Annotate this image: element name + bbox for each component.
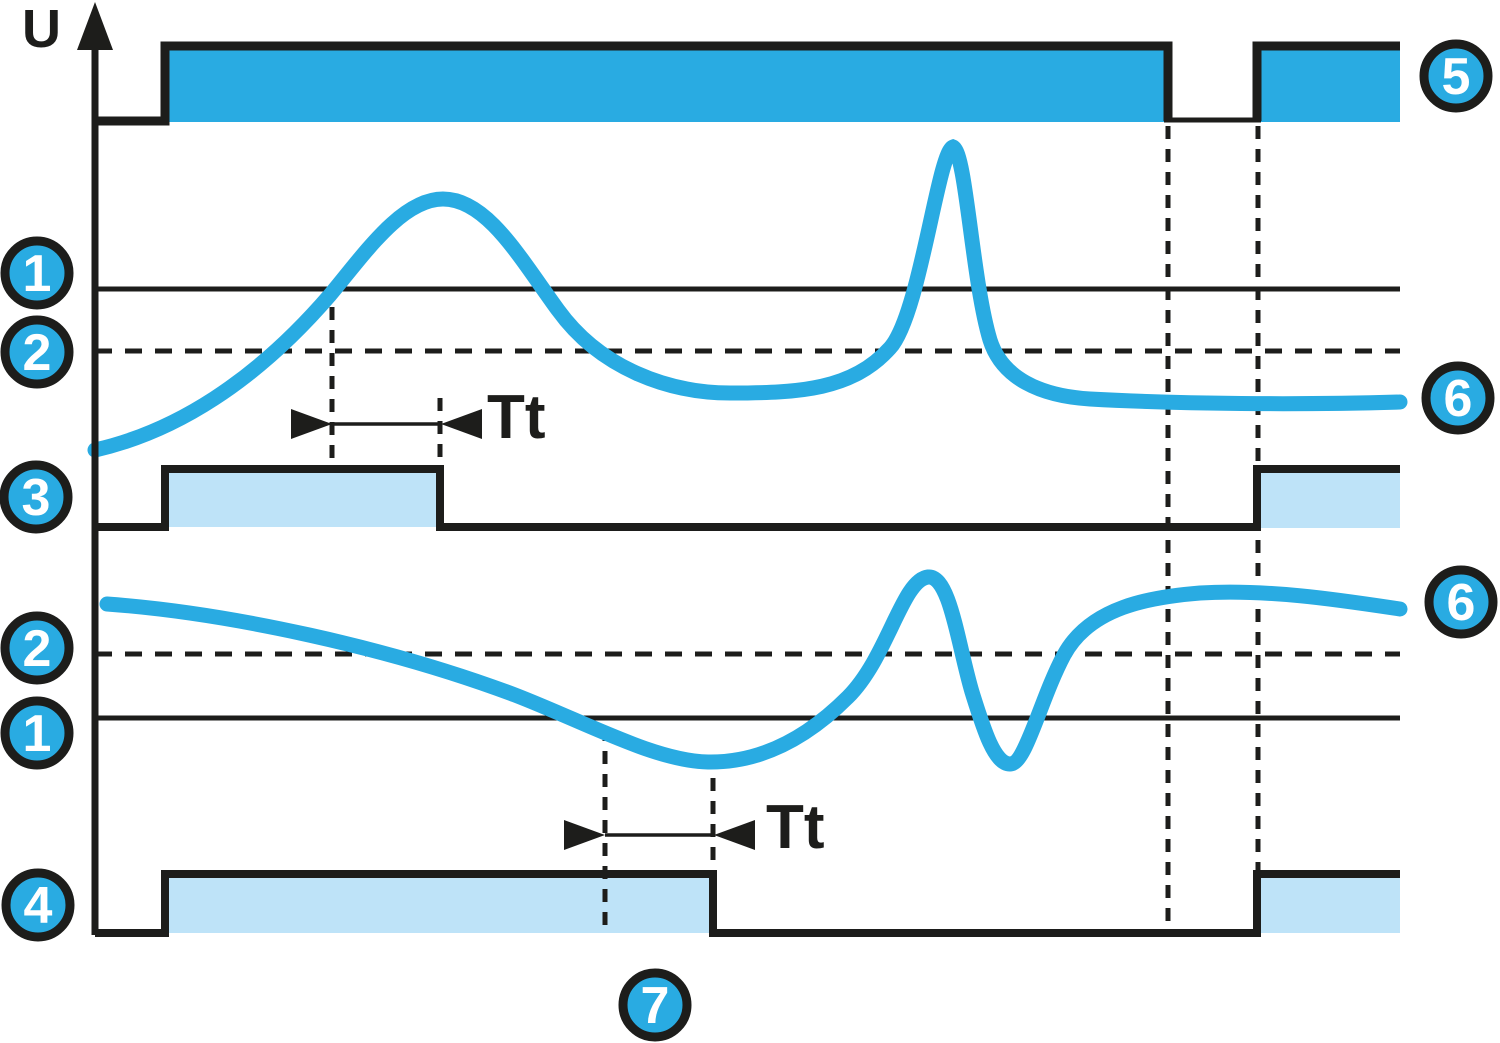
badge-lower-threshold-1-circle	[0, 696, 74, 770]
delay-bottom-right-arrow-icon	[714, 820, 755, 850]
output-signal-3-fill	[169, 473, 1400, 528]
badge-output-3: 3	[0, 460, 73, 534]
badge-curve-6-lower-circle	[1424, 565, 1498, 639]
badge-lower-threshold-1-label: 1	[23, 705, 52, 763]
gate-5-fill-right	[1261, 50, 1400, 122]
badge-lower-threshold-2-circle	[0, 611, 74, 685]
badge-gate-5: 5	[1419, 39, 1493, 113]
badge-lower-threshold-2: 2	[0, 611, 74, 685]
badge-upper-threshold-1-label: 1	[23, 245, 52, 303]
delay-top-label: Tt	[487, 383, 546, 452]
badge-upper-threshold-2: 2	[0, 315, 74, 389]
badge-output-3-label: 3	[22, 469, 51, 527]
output-signal-4-fill	[169, 878, 1400, 933]
badge-curve-6-upper-label: 6	[1444, 370, 1473, 428]
gate-signal-5-outline-right	[1252, 41, 1400, 121]
badge-time-7-label: 7	[641, 977, 670, 1035]
badge-lower-threshold-1: 1	[0, 696, 74, 770]
badge-upper-threshold-2-label: 2	[23, 324, 52, 382]
badge-upper-threshold-1-circle	[0, 236, 74, 310]
badge-lower-threshold-2-label: 2	[23, 620, 52, 678]
delay-bottom-left-arrow-icon	[564, 820, 605, 850]
badge-time-7-circle	[618, 968, 692, 1042]
delay-bottom-label: Tt	[766, 793, 825, 862]
output-3-fill-left	[169, 473, 436, 527]
badge-curve-6-lower: 6	[1424, 565, 1498, 639]
badge-upper-threshold-1: 1	[0, 236, 74, 310]
output-4-fill-right	[1261, 878, 1400, 933]
badge-output-4-circle	[1, 868, 75, 942]
output-signal-3-outline	[95, 465, 1400, 531]
output-signal-4-outline	[95, 870, 1400, 937]
output-4-fill-left	[169, 878, 709, 933]
badge-upper-threshold-2-circle	[0, 315, 74, 389]
lower-analog-curve	[99, 569, 1408, 772]
delay-top-right-arrow-icon	[441, 409, 482, 439]
delay-marker-top: Tt	[291, 307, 546, 460]
gate-5-fill-left	[169, 50, 1165, 122]
voltage-axis: U	[22, 0, 113, 935]
badge-output-4: 4	[1, 868, 75, 942]
gate-signal-5-fill	[169, 50, 1400, 122]
delay-top-left-arrow-icon	[291, 409, 332, 439]
badge-curve-6-lower-label: 6	[1447, 574, 1476, 632]
output-3-fill-right	[1261, 473, 1400, 528]
badge-gate-5-label: 5	[1442, 48, 1471, 106]
upper-analog-curve	[87, 139, 1408, 458]
badge-time-7: 7	[618, 968, 692, 1042]
badge-gate-5-circle	[1419, 39, 1493, 113]
gate-signal-5-outline-left	[95, 41, 1173, 126]
badge-curve-6-upper-circle	[1421, 361, 1495, 435]
voltage-axis-arrow-icon	[77, 2, 113, 50]
delay-marker-bottom: Tt	[564, 728, 825, 930]
voltage-axis-label: U	[22, 0, 61, 59]
badge-output-4-label: 4	[24, 877, 53, 935]
badge-output-3-circle	[0, 460, 73, 534]
badge-curve-6-upper: 6	[1421, 361, 1495, 435]
